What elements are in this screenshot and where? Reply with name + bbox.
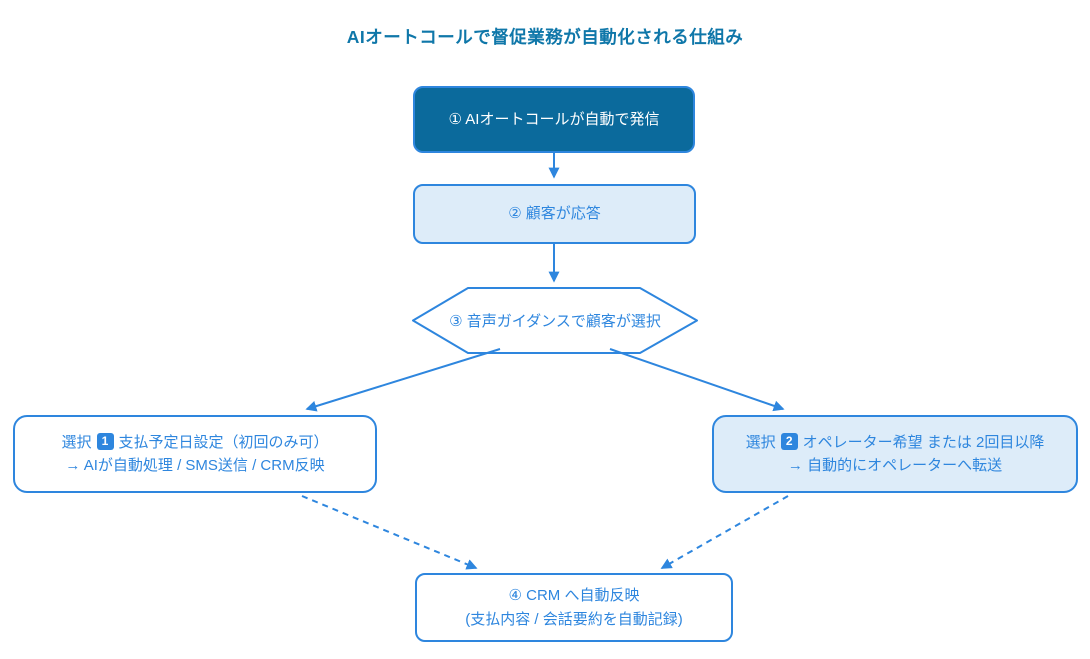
option2-title: オペレーター希望 または 2回目以降: [802, 433, 1045, 451]
option2-subtitle-line: → 自動的にオペレーターへ転送: [787, 457, 1003, 474]
arrow-option2-to-step4: [660, 495, 789, 569]
node-step1-auto-call: ① AIオートコールが自動で発信: [413, 86, 695, 153]
arrow-step3-to-option1: [305, 348, 501, 412]
node-step4-crm-update: ④ CRM へ自動反映 (支払内容 / 会話要約を自動記録): [415, 573, 733, 642]
option2-number-badge: 2: [780, 432, 798, 450]
node-step1-label: ① AIオートコールが自動で発信: [448, 110, 660, 128]
option1-number-badge: 1: [96, 432, 114, 450]
arrow-option1-to-step4: [301, 495, 478, 570]
node-step2-customer-answers: ② 顧客が応答: [413, 184, 696, 244]
option1-prefix: 選択: [61, 433, 92, 451]
option1-title: 支払予定日設定（初回のみ可）: [118, 433, 329, 451]
step3-hexagon-shape: [412, 287, 698, 354]
option1-subtitle-line: → AIが自動処理 / SMS送信 / CRM反映: [65, 457, 325, 474]
arrow-step3-to-option2: [609, 348, 785, 412]
node-step2-label: ② 顧客が応答: [508, 205, 601, 223]
step4-line1: ④ CRM へ自動反映: [508, 587, 640, 605]
diagram-title: AIオートコールで督促業務が自動化される仕組み: [346, 27, 744, 47]
node-step3-label: ③ 音声ガイダンスで顧客が選択: [449, 313, 661, 330]
node-step3-voice-guidance: ③ 音声ガイダンスで顧客が選択: [413, 288, 697, 353]
option2-prefix: 選択: [745, 433, 776, 451]
step4-line2: (支払内容 / 会話要約を自動記録): [465, 610, 683, 628]
